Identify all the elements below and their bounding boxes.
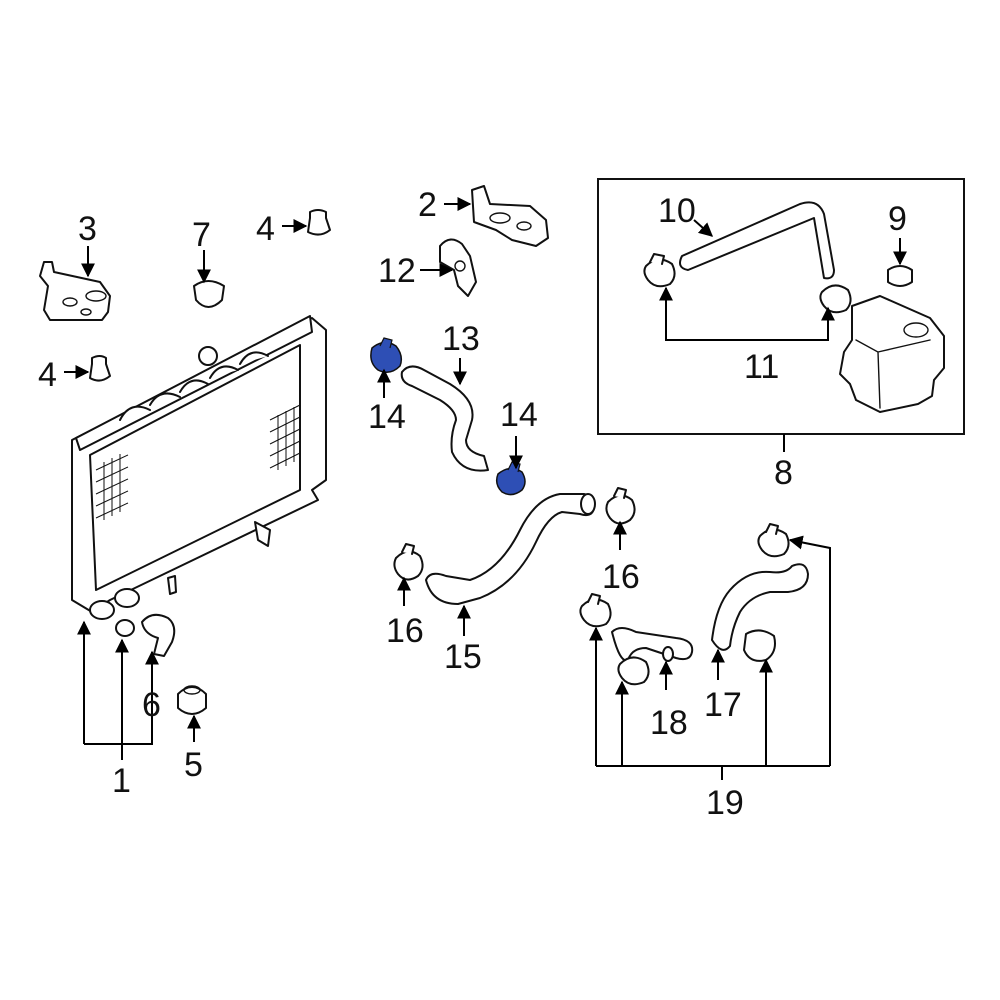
callout-11: 11 — [744, 348, 779, 386]
callout-4-left: 4 — [38, 356, 57, 394]
callout-8: 8 — [774, 454, 793, 492]
reservoir-hose[interactable] — [679, 201, 835, 280]
upper-bracket-left[interactable] — [39, 261, 111, 321]
callout-4-top: 4 — [256, 210, 275, 248]
hose-clamp-16-left[interactable] — [393, 543, 424, 581]
callout-14-left: 14 — [368, 398, 406, 436]
reservoir-assembly-box — [597, 178, 965, 435]
coolant-reservoir[interactable] — [839, 295, 945, 413]
hose-clamp-19-left[interactable] — [579, 593, 612, 628]
callout-15: 15 — [444, 638, 482, 676]
callout-1: 1 — [112, 762, 131, 800]
lower-mount-cushion[interactable] — [177, 686, 207, 715]
mount-cushion-left[interactable] — [89, 355, 111, 382]
hose-bracket[interactable] — [439, 238, 477, 297]
callout-10: 10 — [658, 192, 696, 230]
leader-lines — [64, 197, 907, 780]
callout-7: 7 — [192, 216, 211, 254]
reservoir-clamp-right[interactable] — [819, 284, 852, 314]
callout-3: 3 — [78, 210, 97, 248]
callout-13: 13 — [442, 320, 480, 358]
callout-14-right: 14 — [500, 396, 538, 434]
callout-6: 6 — [142, 686, 161, 724]
reservoir-cap[interactable] — [887, 265, 913, 287]
hose-clamp-19-top[interactable] — [757, 523, 790, 558]
hose-clamp-19-18[interactable] — [617, 656, 650, 686]
heater-hose-18[interactable] — [611, 627, 694, 662]
radiator[interactable] — [71, 315, 327, 620]
hose-clamp-19-17[interactable] — [743, 629, 776, 662]
callout-18: 18 — [650, 704, 688, 742]
drain-plug-oring[interactable] — [115, 619, 135, 637]
callout-labels: 1 2 3 4 4 5 6 7 8 9 10 11 12 13 14 14 15… — [38, 186, 907, 822]
mount-cushion-top[interactable] — [307, 209, 331, 236]
callout-16-right: 16 — [602, 558, 640, 596]
callout-16-left: 16 — [386, 612, 424, 650]
upper-radiator-hose[interactable] — [400, 365, 489, 472]
heater-hose-17[interactable] — [711, 563, 809, 651]
callout-17: 17 — [704, 686, 742, 724]
hose-clamp-16-right[interactable] — [605, 487, 636, 525]
radiator-cap[interactable] — [193, 280, 225, 308]
callout-5: 5 — [184, 746, 203, 784]
callout-9: 9 — [888, 200, 907, 238]
callout-19: 19 — [706, 784, 744, 822]
reservoir-clamp-left[interactable] — [643, 253, 676, 288]
drain-cock[interactable] — [141, 613, 176, 657]
callout-12: 12 — [378, 252, 416, 290]
hose-clamp-lower[interactable] — [495, 467, 526, 496]
callout-2: 2 — [418, 186, 437, 224]
lower-radiator-hose[interactable] — [425, 493, 596, 605]
